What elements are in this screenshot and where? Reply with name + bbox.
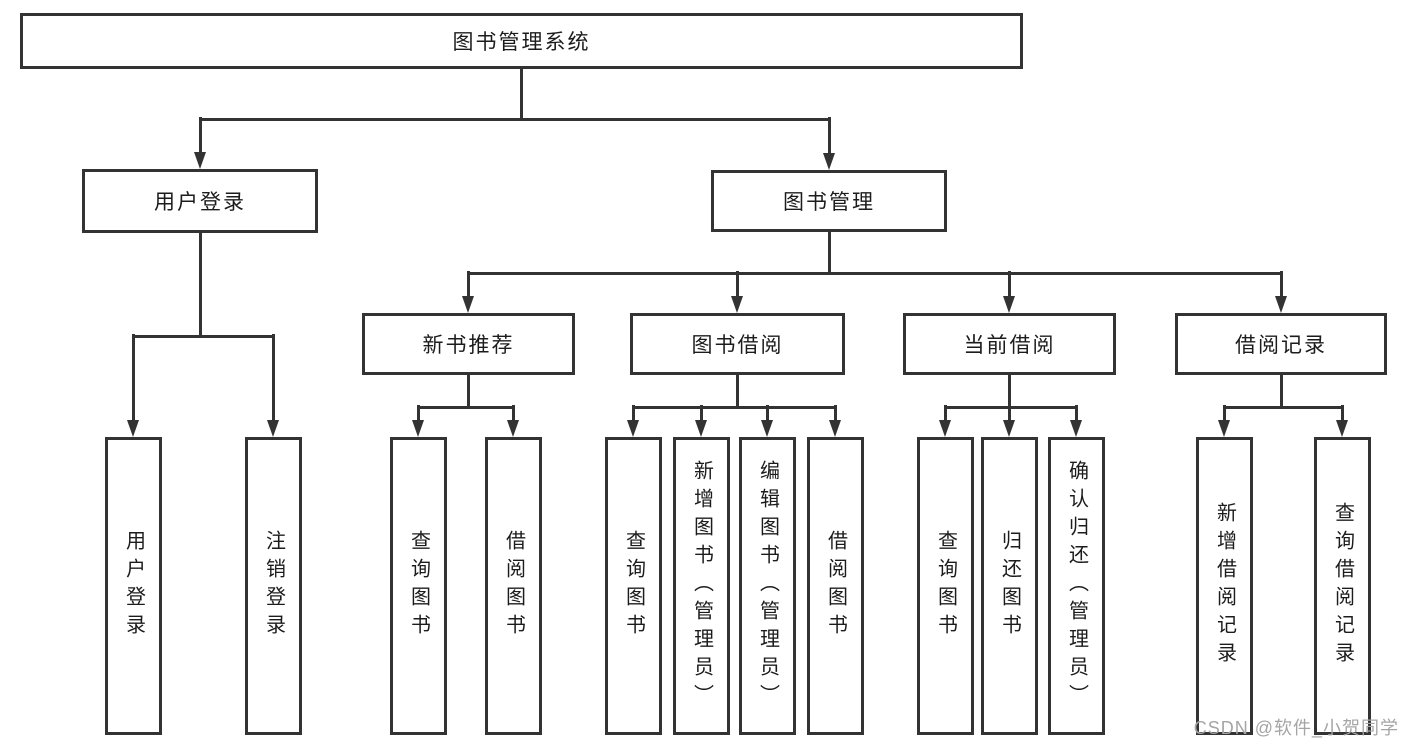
connector-line	[272, 334, 275, 420]
arrowhead-down-icon	[731, 296, 743, 313]
arrowhead-down-icon	[1218, 420, 1230, 437]
node-book-borrowing: 图书借阅	[630, 313, 845, 375]
connector-line	[827, 232, 831, 273]
connector-line	[1008, 271, 1011, 296]
leaf-borrowing-borrow-books: 借阅图书	[807, 437, 864, 735]
connector-line	[132, 334, 275, 338]
leaf-recommend-borrow-books: 借阅图书	[485, 437, 542, 735]
connector-line	[512, 405, 515, 420]
connector-line	[198, 117, 202, 152]
node-label: 确认归还（管理员）	[1065, 460, 1088, 712]
arrowhead-down-icon	[1070, 420, 1082, 437]
arrowhead-down-icon	[1336, 420, 1348, 437]
arrowhead-down-icon	[939, 420, 951, 437]
connector-line	[417, 405, 420, 420]
node-label: 用户登录	[122, 530, 145, 642]
arrowhead-down-icon	[1003, 296, 1015, 313]
arrowhead-down-icon	[127, 420, 139, 437]
node-current-borrowing: 当前借阅	[903, 313, 1116, 375]
node-label: 借阅记录	[1235, 334, 1327, 357]
node-label: 图书借阅	[691, 334, 784, 357]
node-label: 用户登录	[154, 191, 246, 214]
leaf-logout: 注销登录	[245, 437, 302, 735]
connector-line	[632, 405, 635, 420]
node-label: 编辑图书（管理员）	[756, 460, 779, 712]
leaf-records-query-borrow-record: 查询借阅记录	[1314, 437, 1371, 735]
node-label: 新书推荐	[422, 334, 515, 357]
connector-line	[520, 69, 523, 119]
csdn-watermark: CSDN @软件_小贺同学	[1193, 718, 1399, 738]
node-label: 当前借阅	[963, 334, 1056, 357]
node-label: 借阅图书	[824, 530, 847, 642]
node-label: 查询图书	[407, 530, 430, 642]
leaf-borrowing-query-books: 查询图书	[605, 437, 662, 735]
node-label: 借阅图书	[502, 530, 525, 642]
connector-line	[467, 271, 1283, 275]
connector-line	[700, 405, 703, 420]
connector-line	[834, 405, 837, 420]
arrowhead-down-icon	[761, 420, 773, 437]
node-user-login: 用户登录	[82, 169, 318, 233]
node-label: 注销登录	[262, 530, 285, 642]
leaf-borrowing-add-books-admin: 新增图书（管理员）	[673, 437, 730, 735]
leaf-current-query-books: 查询图书	[917, 437, 974, 735]
arrowhead-down-icon	[412, 420, 424, 437]
connector-line	[1008, 405, 1011, 420]
node-label: 新增借阅记录	[1213, 502, 1236, 670]
connector-line	[736, 271, 739, 296]
connector-line	[1279, 375, 1283, 407]
arrowhead-down-icon	[695, 420, 707, 437]
arrowhead-down-icon	[267, 420, 279, 437]
connector-line	[1279, 271, 1283, 296]
node-label: 归还图书	[998, 530, 1021, 642]
node-label: 图书管理	[783, 191, 875, 214]
node-label: 图书管理系统	[452, 31, 591, 54]
arrowhead-down-icon	[829, 420, 841, 437]
connector-line	[827, 117, 831, 153]
arrowhead-down-icon	[507, 420, 519, 437]
connector-line	[198, 117, 831, 121]
node-label: 查询借阅记录	[1331, 502, 1354, 670]
leaf-user-login: 用户登录	[105, 437, 162, 735]
node-label: 查询图书	[934, 530, 957, 642]
connector-line	[198, 233, 202, 336]
node-library-management-system: 图书管理系统	[20, 13, 1023, 69]
arrowhead-down-icon	[462, 296, 474, 313]
arrowhead-down-icon	[1274, 296, 1287, 313]
leaf-recommend-query-books: 查询图书	[390, 437, 447, 735]
arrowhead-down-icon	[822, 153, 835, 170]
connector-line	[467, 375, 470, 407]
connector-line	[736, 375, 739, 407]
connector-line	[632, 405, 837, 409]
leaf-current-confirm-return-admin: 确认归还（管理员）	[1048, 437, 1105, 735]
connector-line	[1223, 405, 1226, 420]
connector-line	[1008, 375, 1011, 407]
connector-line	[417, 405, 515, 409]
arrowhead-down-icon	[193, 152, 206, 169]
node-borrowing-records: 借阅记录	[1175, 313, 1387, 375]
node-label: 查询图书	[622, 530, 645, 642]
connector-line	[1223, 405, 1344, 409]
connector-line	[467, 271, 470, 296]
node-book-management: 图书管理	[711, 170, 947, 232]
node-new-book-recommendation: 新书推荐	[362, 313, 575, 375]
leaf-borrowing-edit-books-admin: 编辑图书（管理员）	[739, 437, 796, 735]
arrowhead-down-icon	[1003, 420, 1015, 437]
leaf-current-return-books: 归还图书	[981, 437, 1038, 735]
connector-line	[1341, 405, 1344, 420]
connector-line	[766, 405, 769, 420]
connector-line	[944, 405, 1078, 409]
connector-line	[132, 334, 135, 420]
node-label: 新增图书（管理员）	[690, 460, 713, 712]
connector-line	[944, 405, 947, 420]
connector-line	[1075, 405, 1078, 420]
arrowhead-down-icon	[627, 420, 639, 437]
leaf-records-add-borrow-record: 新增借阅记录	[1196, 437, 1253, 735]
